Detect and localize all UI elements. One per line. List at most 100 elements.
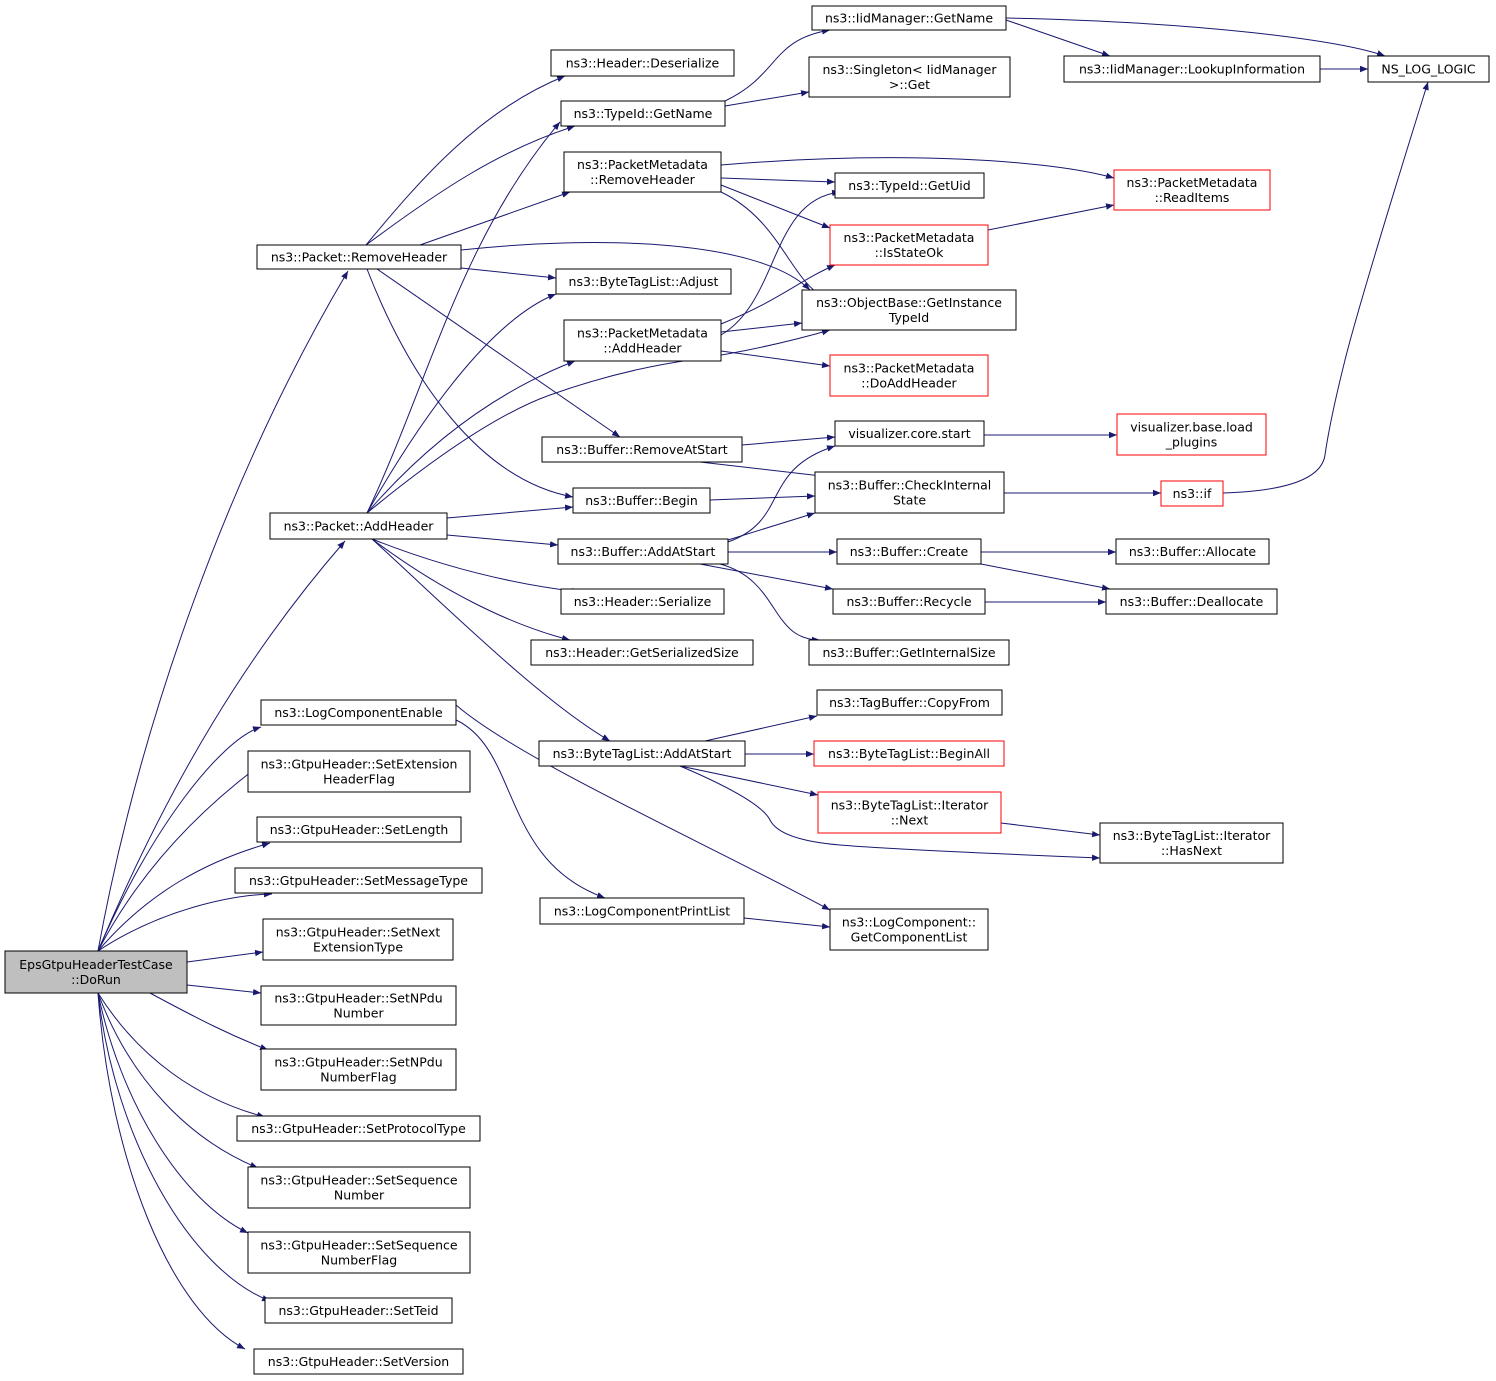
- node-label: ns3::TypeId::GetUid: [848, 178, 970, 193]
- node-box: [801, 289, 1017, 331]
- node-btl-iter-next[interactable]: ns3::ByteTagList::Iterator::Next: [817, 791, 1002, 834]
- node-buf-deallocate[interactable]: ns3::Buffer::Deallocate: [1105, 588, 1278, 615]
- node-label: ns3::Singleton< IidManager: [822, 62, 997, 77]
- node-pm-is-state-ok[interactable]: ns3::PacketMetadata::IsStateOk: [829, 224, 989, 266]
- edge-iidGetName-to-iidLookupInfo: [1005, 19, 1111, 57]
- node-label: ns3::GtpuHeader::SetVersion: [268, 1354, 449, 1369]
- node-label: ns3::Buffer::AddAtStart: [571, 544, 716, 559]
- node-set-teid[interactable]: ns3::GtpuHeader::SetTeid: [264, 1297, 453, 1324]
- node-singleton-get[interactable]: ns3::Singleton< IidManager>::Get: [808, 56, 1011, 98]
- node-ns3-if[interactable]: ns3::if: [1160, 480, 1224, 507]
- node-box: [538, 740, 746, 767]
- node-hdr-serialize[interactable]: ns3::Header::Serialize: [560, 588, 725, 615]
- node-box: [247, 1231, 471, 1274]
- edge-removeHeader-to-pmRemoveHeader: [419, 191, 571, 246]
- node-pm-read-items[interactable]: ns3::PacketMetadata::ReadItems: [1113, 169, 1271, 211]
- node-buf-add-at-start[interactable]: ns3::Buffer::AddAtStart: [557, 538, 729, 565]
- node-label: ::IsStateOk: [875, 245, 945, 260]
- node-set-msg-type[interactable]: ns3::GtpuHeader::SetMessageType: [234, 867, 483, 894]
- node-set-length[interactable]: ns3::GtpuHeader::SetLength: [256, 816, 462, 843]
- node-btl-begin-all[interactable]: ns3::ByteTagList::BeginAll: [813, 740, 1005, 767]
- call-edges: [97, 17, 1429, 1350]
- node-box: [811, 5, 1007, 31]
- node-box: [829, 908, 989, 951]
- node-label: ns3::LogComponentEnable: [274, 705, 443, 720]
- node-buf-recycle[interactable]: ns3::Buffer::Recycle: [832, 588, 986, 615]
- edge-bufAddAtStart-to-bufCheckInternal: [727, 512, 816, 541]
- node-set-proto[interactable]: ns3::GtpuHeader::SetProtocolType: [236, 1115, 481, 1142]
- node-log-enable[interactable]: ns3::LogComponentEnable: [260, 699, 457, 726]
- edge-removeHeader-to-bufRemoveAtStart: [376, 268, 621, 438]
- node-label: NumberFlag: [320, 1070, 396, 1085]
- node-do-run[interactable]: EpsGtpuHeaderTestCase::DoRun: [4, 950, 188, 994]
- node-pm-remove-header[interactable]: ns3::PacketMetadata::RemoveHeader: [563, 151, 722, 193]
- node-box: [260, 985, 457, 1026]
- node-buf-begin[interactable]: ns3::Buffer::Begin: [572, 487, 711, 514]
- node-iid-get-name[interactable]: ns3::IidManager::GetName: [811, 5, 1007, 31]
- node-buf-get-internal-size[interactable]: ns3::Buffer::GetInternalSize: [808, 639, 1010, 666]
- node-buf-remove-at-start[interactable]: ns3::Buffer::RemoveAtStart: [541, 436, 743, 463]
- node-box: [247, 750, 471, 793]
- node-tag-buf-copy-from[interactable]: ns3::TagBuffer::CopyFrom: [816, 689, 1003, 716]
- node-box: [829, 354, 989, 397]
- node-box: [1113, 169, 1271, 211]
- node-box: [1099, 822, 1284, 864]
- node-label: _plugins: [1165, 435, 1217, 450]
- node-type-id-get-name[interactable]: ns3::TypeId::GetName: [560, 100, 726, 127]
- node-log-get-comp-list[interactable]: ns3::LogComponent::GetComponentList: [829, 908, 989, 951]
- node-box: [836, 538, 982, 565]
- node-label: ns3::ByteTagList::Adjust: [569, 274, 719, 289]
- node-pm-add-header[interactable]: ns3::PacketMetadata::AddHeader: [563, 319, 722, 362]
- edge-doRun-to-removeHeader: [97, 270, 349, 952]
- function-nodes: EpsGtpuHeaderTestCase::DoRun ns3::Packet:…: [4, 5, 1490, 1375]
- node-box: [256, 244, 462, 270]
- node-label: ns3::Buffer::Deallocate: [1120, 594, 1264, 609]
- node-btl-add-at-start[interactable]: ns3::ByteTagList::AddAtStart: [538, 740, 746, 767]
- edge-btlAddAtStart-to-tagBufCopyFrom: [704, 714, 818, 742]
- node-pm-do-add-header[interactable]: ns3::PacketMetadata::DoAddHeader: [829, 354, 989, 397]
- node-label: ns3::GtpuHeader::SetExtension: [261, 757, 458, 772]
- node-btl-iter-has-next[interactable]: ns3::ByteTagList::Iterator::HasNext: [1099, 822, 1284, 864]
- node-type-id-get-uid[interactable]: ns3::TypeId::GetUid: [834, 172, 985, 199]
- node-ns-log-logic[interactable]: NS_LOG_LOGIC: [1367, 55, 1490, 83]
- node-hdr-deserialize[interactable]: ns3::Header::Deserialize: [550, 49, 735, 77]
- node-label: >::Get: [889, 77, 930, 92]
- edge-bufRemoveAtStart-to-vizCoreStart: [741, 434, 836, 446]
- node-label: ns3::Buffer::Recycle: [846, 594, 971, 609]
- node-label: ns3::Header::Deserialize: [566, 56, 720, 71]
- node-log-print-list[interactable]: ns3::LogComponentPrintList: [539, 897, 745, 925]
- node-label: ns3::IidManager::GetName: [825, 11, 993, 26]
- node-btl-adjust[interactable]: ns3::ByteTagList::Adjust: [555, 268, 732, 295]
- edge-btlIterNext-to-btlIterHasNext: [1000, 822, 1101, 838]
- node-label: ns3::GtpuHeader::SetNPdu: [274, 991, 442, 1006]
- node-hdr-get-ser-size[interactable]: ns3::Header::GetSerializedSize: [530, 639, 754, 666]
- node-label: NS_LOG_LOGIC: [1381, 62, 1476, 77]
- node-label: ::ReadItems: [1155, 190, 1230, 205]
- node-box: [1160, 480, 1224, 507]
- node-viz-core-start[interactable]: visualizer.core.start: [834, 420, 985, 447]
- edge-btlAddAtStart-to-btlIterNext: [679, 765, 819, 797]
- node-set-version[interactable]: ns3::GtpuHeader::SetVersion: [253, 1348, 464, 1375]
- node-buf-create[interactable]: ns3::Buffer::Create: [836, 538, 982, 565]
- node-iid-lookup-info[interactable]: ns3::IidManager::LookupInformation: [1063, 55, 1321, 83]
- node-label: ns3::Buffer::RemoveAtStart: [556, 442, 728, 457]
- node-box: [550, 49, 735, 77]
- edge-removeHeader-to-btlAdjust: [460, 267, 557, 281]
- node-viz-base-load-plugins[interactable]: visualizer.base.load_plugins: [1116, 413, 1267, 456]
- node-remove-header[interactable]: ns3::Packet::RemoveHeader: [256, 244, 462, 270]
- edge-doRun-to-setTeid: [97, 992, 271, 1302]
- node-label: ExtensionType: [313, 940, 403, 955]
- node-add-header[interactable]: ns3::Packet::AddHeader: [269, 512, 448, 540]
- edge-addHeader-to-btlAdjust: [366, 293, 557, 514]
- node-buf-allocate[interactable]: ns3::Buffer::Allocate: [1115, 538, 1270, 565]
- node-label: ns3::Buffer::Begin: [585, 493, 698, 508]
- node-label: ::DoRun: [71, 972, 121, 987]
